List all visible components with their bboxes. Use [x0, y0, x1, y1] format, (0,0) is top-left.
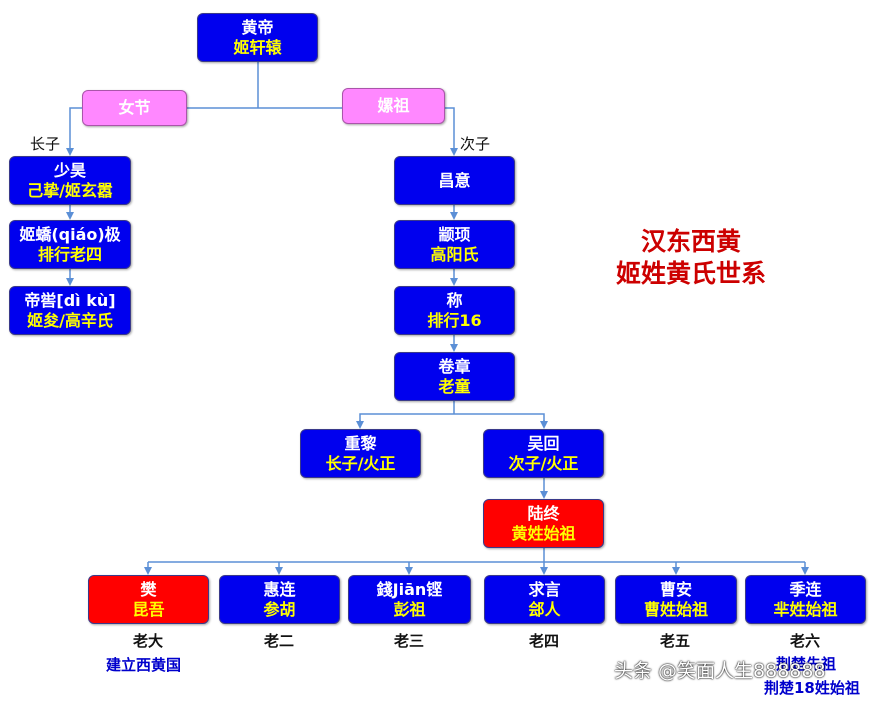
node-subtitle: 彭祖 [393, 599, 426, 619]
node-subtitle: 高阳氏 [430, 244, 479, 264]
node-diku: 帝喾[dì kù] 姬夋/高辛氏 [9, 286, 131, 335]
birth-order-1: 老大 [132, 632, 163, 650]
note-jilian-2: 荆楚18姓始祖 [764, 679, 860, 697]
title-line-1: 汉东西黄 [640, 227, 741, 256]
node-subtitle: 排行老四 [37, 244, 102, 264]
node-luzhong: 陆终 黄姓始祖 [483, 499, 604, 548]
node-name: 季连 [789, 579, 822, 599]
node-leizu: 嫘祖 [342, 88, 445, 124]
node-name: 姬蟜(qiáo)极 [19, 224, 121, 244]
node-subtitle: 黄姓始祖 [511, 523, 576, 543]
node-qiuyan: 求言 郐人 [484, 575, 605, 624]
node-subtitle: 己挚/姬玄嚣 [27, 180, 113, 200]
node-changyi: 昌意 [394, 156, 515, 205]
node-name: 樊 [140, 579, 157, 599]
node-name: 帝喾[dì kù] [24, 290, 116, 310]
note-fan: 建立西黄国 [106, 656, 182, 674]
node-name: 錢Jiān铿 [376, 579, 443, 599]
node-subtitle: 昆吾 [132, 599, 165, 619]
node-zhuanxu: 颛顼 高阳氏 [394, 220, 515, 269]
birth-order-5: 老五 [659, 632, 690, 650]
note-jilian-1: 荆楚先祖 [776, 655, 837, 673]
node-caoan: 曹安 曹姓始祖 [615, 575, 737, 624]
node-subtitle: 姬夋/高辛氏 [27, 310, 113, 330]
node-jijiao: 姬蟜(qiáo)极 排行老四 [9, 220, 131, 269]
node-wuhui: 吴回 次子/火正 [483, 429, 604, 478]
node-name: 惠连 [263, 579, 296, 599]
edge-label-eldest: 长子 [30, 135, 61, 153]
edge-label-second: 次子 [460, 135, 491, 153]
node-subtitle: 排行16 [427, 310, 482, 330]
node-name: 嫘祖 [377, 96, 410, 115]
node-cheng: 称 排行16 [394, 286, 515, 335]
node-fan: 樊 昆吾 [88, 575, 209, 624]
node-subtitle: 次子/火正 [508, 453, 579, 473]
node-jian: 錢Jiān铿 彭祖 [348, 575, 471, 624]
node-name: 少昊 [53, 160, 86, 180]
diagram-title: 汉东西黄 姬姓黄氏世系 [586, 226, 796, 290]
node-name: 昌意 [438, 170, 471, 190]
node-nvjie: 女节 [82, 90, 187, 126]
node-subtitle: 老童 [438, 376, 471, 396]
node-subtitle: 长子/火正 [325, 453, 396, 473]
node-jilian: 季连 芈姓始祖 [745, 575, 866, 624]
title-line-2: 姬姓黄氏世系 [615, 259, 766, 288]
node-name: 吴回 [527, 433, 560, 453]
node-name: 曹安 [659, 579, 692, 599]
node-name: 称 [446, 290, 463, 310]
node-name: 求言 [528, 579, 561, 599]
watermark: 头条 @笑面人生888888 [614, 660, 826, 682]
node-name: 颛顼 [438, 224, 471, 244]
node-name: 陆终 [527, 503, 560, 523]
node-subtitle: 芈姓始祖 [773, 599, 838, 619]
node-subtitle: 参胡 [263, 599, 296, 619]
node-name: 卷章 [438, 356, 471, 376]
birth-order-4: 老四 [528, 632, 559, 650]
node-juanzhang: 卷章 老童 [394, 352, 515, 401]
node-subtitle: 郐人 [528, 599, 561, 619]
birth-order-2: 老二 [263, 632, 294, 650]
birth-order-3: 老三 [393, 632, 424, 650]
node-name: 黄帝 [241, 17, 274, 37]
node-shaohao: 少昊 己挚/姬玄嚣 [9, 156, 131, 205]
node-huilian: 惠连 参胡 [219, 575, 340, 624]
node-subtitle: 姬轩辕 [233, 37, 282, 57]
node-name: 重黎 [344, 433, 377, 453]
birth-order-6: 老六 [789, 632, 820, 650]
node-subtitle: 曹姓始祖 [643, 599, 708, 619]
node-chongli: 重黎 长子/火正 [300, 429, 421, 478]
node-name: 女节 [118, 98, 151, 117]
node-huangdi: 黄帝 姬轩辕 [197, 13, 318, 62]
